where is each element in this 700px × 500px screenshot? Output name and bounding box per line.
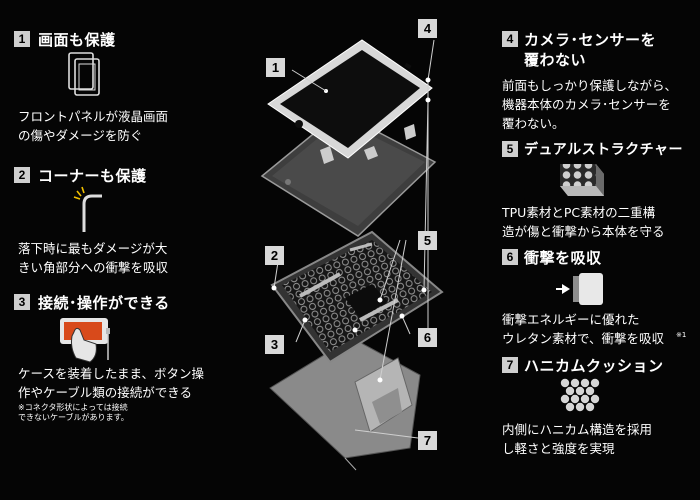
feature-6-title: 衝撃を吸収 <box>524 249 602 267</box>
feature-3-description: ケースを装着したまま、ボタン操 作やケーブル類の接続ができる <box>18 366 205 400</box>
callout-5: 5 <box>418 231 437 250</box>
feature-3-note: ※コネクタ形状によっては接続 できないケーブルがあります。 <box>18 403 129 422</box>
feature-5-title: デュアルストラクチャー <box>524 142 683 158</box>
feature-3-title: 接続･操作ができる <box>38 294 170 312</box>
callout-2: 2 <box>265 246 284 265</box>
feature-5-description: TPU素材とPC素材の二重構 造が傷と衝撃から本体を守る <box>502 205 665 239</box>
feature-7-number: 7 <box>502 357 518 373</box>
feature-4-title-line2: 覆わない <box>524 51 587 69</box>
feature-3-number: 3 <box>14 294 30 310</box>
feature-2-description: 落下時に最もダメージが大 きい角部分への衝撃を吸収 <box>18 241 169 275</box>
feature-6-description: 衝撃エネルギーに優れた ウレタン素材で、衝撃を吸収 <box>502 312 665 346</box>
feature-4-number: 4 <box>502 31 518 47</box>
callout-7: 7 <box>418 431 437 450</box>
feature-1-number: 1 <box>14 31 30 47</box>
feature-6-footnote-mark: ※1 <box>676 331 687 339</box>
callout-4: 4 <box>418 19 437 38</box>
callout-3: 3 <box>265 335 284 354</box>
callout-6: 6 <box>418 328 437 347</box>
feature-4-title-line1: カメラ･センサーを <box>524 31 657 49</box>
feature-4-description: 前面もしっかり保護しながら、 機器本体のカメラ･センサーを 覆わない。 <box>502 78 678 131</box>
feature-7-description: 内側にハニカム構造を採用 し軽さと強度を実現 <box>502 422 653 456</box>
feature-2-number: 2 <box>14 167 30 183</box>
feature-2-title: コーナーも保護 <box>38 167 147 185</box>
feature-6-number: 6 <box>502 249 518 265</box>
feature-1-description: フロントパネルが液晶画面 の傷やダメージを防ぐ <box>18 109 169 143</box>
callout-1: 1 <box>266 58 285 77</box>
feature-5-number: 5 <box>502 141 518 157</box>
feature-7-title: ハニカムクッション <box>524 357 664 375</box>
feature-1-title: 画面も保護 <box>38 31 116 49</box>
